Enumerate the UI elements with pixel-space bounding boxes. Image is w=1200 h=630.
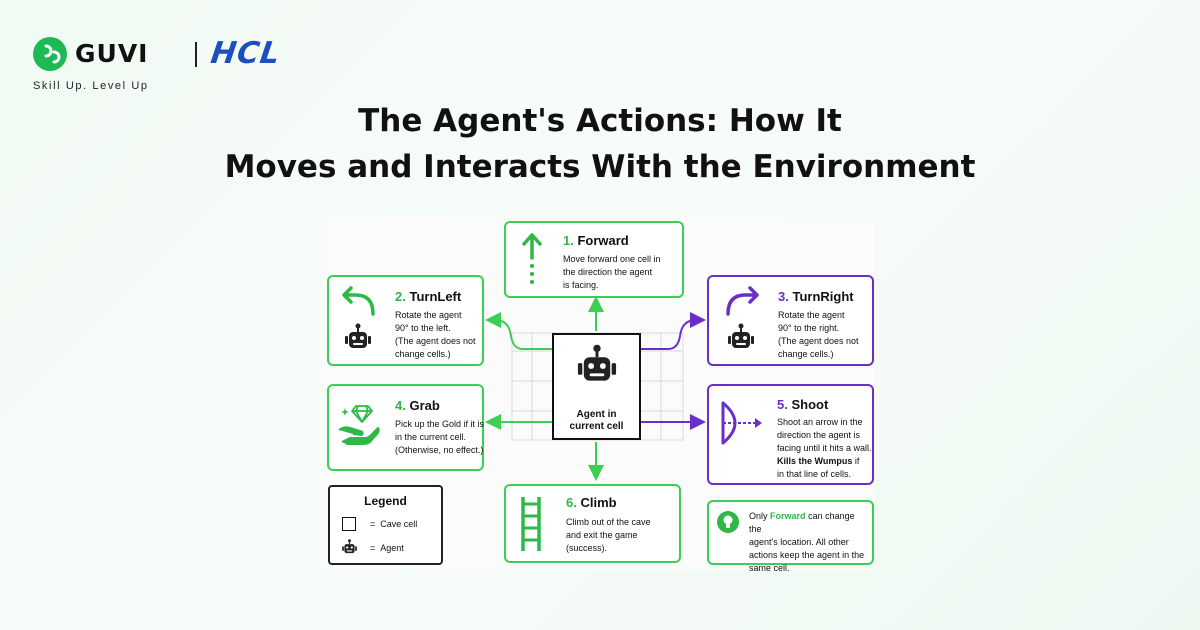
action-title-forward: 1. Forward (563, 233, 629, 248)
action-title-turnright: 3. TurnRight (778, 289, 854, 304)
robot-icon (577, 344, 617, 381)
lightbulb-icon (717, 511, 739, 533)
page-title-line-2: Moves and Interacts With the Environment (224, 149, 976, 185)
legend-title: Legend (364, 494, 407, 508)
note-box: Only Forward can change the agent's loca… (707, 500, 874, 573)
brand-divider (195, 42, 197, 67)
grid-and-connectors (485, 296, 706, 481)
page-title-line-1: The Agent's Actions: How It (358, 103, 842, 139)
robot-icon (345, 323, 371, 348)
hand-gem-icon (338, 405, 380, 445)
robot-icon (728, 323, 754, 348)
connector-turnright (641, 312, 706, 350)
legend-box: Legend = Cave cell = Agent (328, 485, 443, 565)
dotted-up-arrow-icon (522, 233, 542, 284)
cave-cell-swatch (342, 517, 356, 531)
guvi-logo-icon (33, 37, 67, 71)
hcl-wordmark: HCL (208, 36, 283, 71)
connector-turnleft (485, 312, 552, 350)
action-title-shoot: 5. Shoot (777, 397, 829, 412)
note-text: Only Forward can change the agent's loca… (749, 511, 865, 573)
ladder-icon (521, 497, 541, 551)
curved-right-arrow-icon (726, 286, 759, 316)
curved-left-arrow-icon (342, 286, 375, 316)
brand-header: GUVI HCL Skill Up. Level Up (33, 36, 323, 97)
brand-tagline: Skill Up. Level Up (33, 80, 149, 92)
action-title-turnleft: 2. TurnLeft (395, 289, 462, 304)
action-title-climb: 6. Climb (566, 495, 617, 510)
robot-icon (342, 539, 357, 554)
action-title-grab: 4. Grab (395, 398, 440, 413)
bow-arrow-icon (721, 401, 762, 445)
guvi-wordmark: GUVI (75, 39, 149, 68)
